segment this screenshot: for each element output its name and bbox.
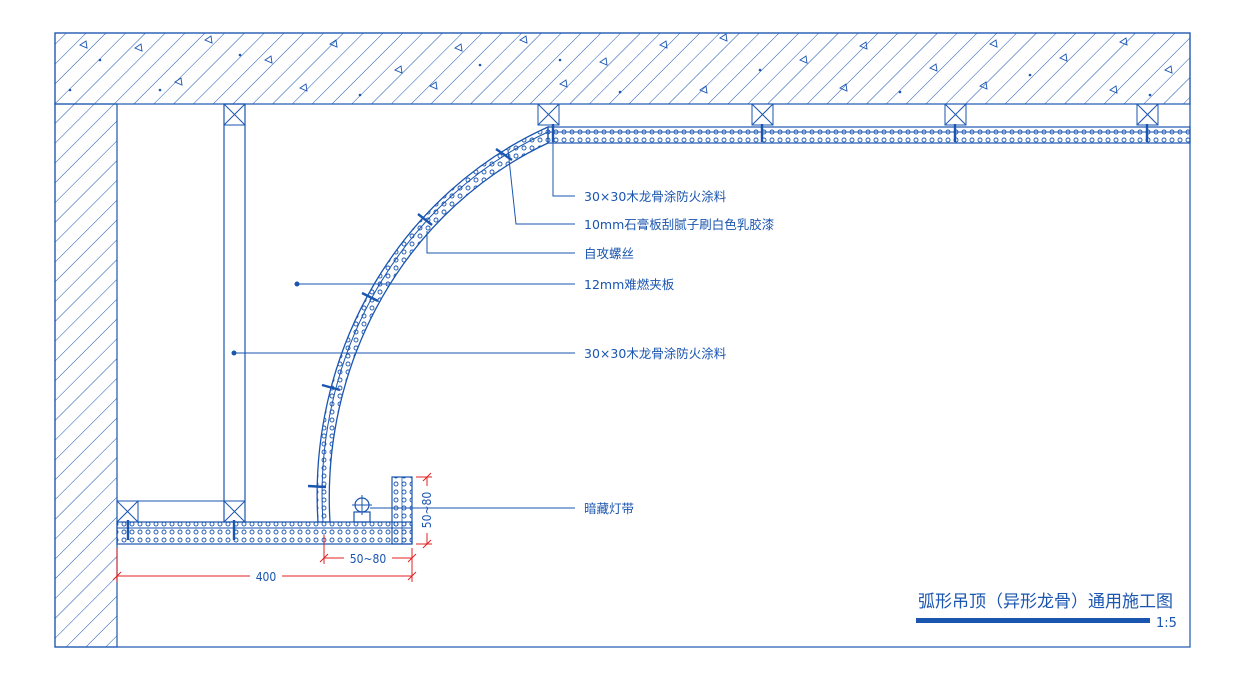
dimension-50-80-vertical — [416, 472, 432, 549]
aggregate-mark — [519, 35, 528, 44]
screw — [417, 213, 433, 226]
aggregate-dot — [98, 58, 102, 62]
aggregate-dot — [618, 90, 622, 94]
vertical-wood-keel — [223, 103, 246, 523]
dimension-50-80-horizontal — [319, 535, 417, 564]
screw — [361, 291, 379, 303]
ceiling-keel — [537, 103, 560, 126]
aggregate-mark — [599, 57, 608, 66]
aggregate-mark — [799, 55, 808, 64]
aggregate-dot — [1148, 93, 1152, 97]
aggregate-mark — [699, 85, 708, 94]
arc-ceiling-board — [316, 125, 549, 523]
aggregate-mark — [264, 55, 273, 64]
aggregate-mark — [329, 39, 338, 48]
drawing-title: 弧形吊顶（异形龙骨）通用施工图 — [918, 592, 1173, 612]
ceiling-keels — [537, 103, 1159, 126]
aggregate-dot — [758, 68, 762, 72]
aggregate-mark — [299, 83, 308, 92]
concrete-slab — [54, 32, 1191, 105]
label-gypsum-board: 10mm石膏板刮腻子刷白色乳胶漆 — [584, 217, 774, 232]
flat-ceiling-board — [547, 126, 1191, 144]
aggregate-mark — [979, 81, 988, 90]
title-underline — [916, 618, 1150, 623]
label-self-tapping-screw: 自攻螺丝 — [584, 246, 634, 261]
ceiling-keel-cross — [751, 103, 774, 126]
aggregate-dot — [558, 58, 562, 62]
label-hidden-light-strip: 暗藏灯带 — [584, 501, 634, 516]
aggregate-dot — [898, 90, 902, 94]
aggregate-dot — [1028, 73, 1032, 77]
label-wood-keel-top: 30×30木龙骨涂防火涂料 — [584, 189, 727, 204]
dimension-400 — [112, 548, 417, 582]
aggregate-mark — [989, 39, 998, 48]
drawing-scale: 1:5 — [1156, 616, 1177, 631]
ceiling-keel-cross — [537, 103, 560, 126]
aggregate-mark — [659, 40, 668, 49]
aggregate-mark — [1059, 53, 1068, 62]
leader-lines — [231, 130, 575, 509]
aggregate-dot — [358, 93, 362, 97]
aggregate-mark — [1164, 65, 1173, 74]
dimension-400-label: 400 — [256, 570, 277, 584]
aggregate-mark — [559, 79, 568, 88]
aggregate-mark — [134, 43, 143, 52]
concrete-wall — [54, 103, 118, 648]
aggregate-mark — [429, 81, 438, 90]
aggregate-mark — [839, 83, 848, 92]
dimension-50-80-vertical-label: 50~80 — [420, 492, 434, 529]
aggregate-dot — [68, 88, 72, 92]
aggregate-dot — [478, 63, 482, 67]
screw — [307, 484, 327, 489]
ceiling-keel-cross — [944, 103, 967, 126]
self-tapping-screws — [126, 124, 1149, 540]
led-light-fixture — [352, 495, 372, 523]
aggregate-dot — [238, 53, 242, 57]
bottom-ceiling-board — [116, 521, 413, 545]
aggregate-mark — [79, 40, 88, 49]
dimension-50-80-horizontal-label: 50~80 — [350, 552, 387, 566]
ceiling-keel-cross — [1136, 103, 1159, 126]
aggregate-dot — [158, 88, 162, 92]
label-wood-keel-middle: 30×30木龙骨涂防火涂料 — [584, 346, 727, 361]
aggregate-mark — [454, 43, 463, 52]
bottom-left-keel — [116, 500, 224, 523]
aggregate-mark — [719, 33, 728, 42]
screw — [321, 383, 341, 392]
aggregate-mark — [1109, 85, 1118, 94]
aggregate-mark — [859, 41, 868, 50]
aggregate-mark — [1119, 37, 1128, 46]
aggregate-mark — [204, 35, 213, 44]
aggregate-mark — [929, 63, 938, 72]
light-cove-upstand — [391, 476, 413, 545]
aggregate-mark — [174, 77, 183, 86]
label-fire-retardant-plywood: 12mm难燃夹板 — [584, 277, 675, 292]
aggregate-mark — [394, 65, 403, 74]
